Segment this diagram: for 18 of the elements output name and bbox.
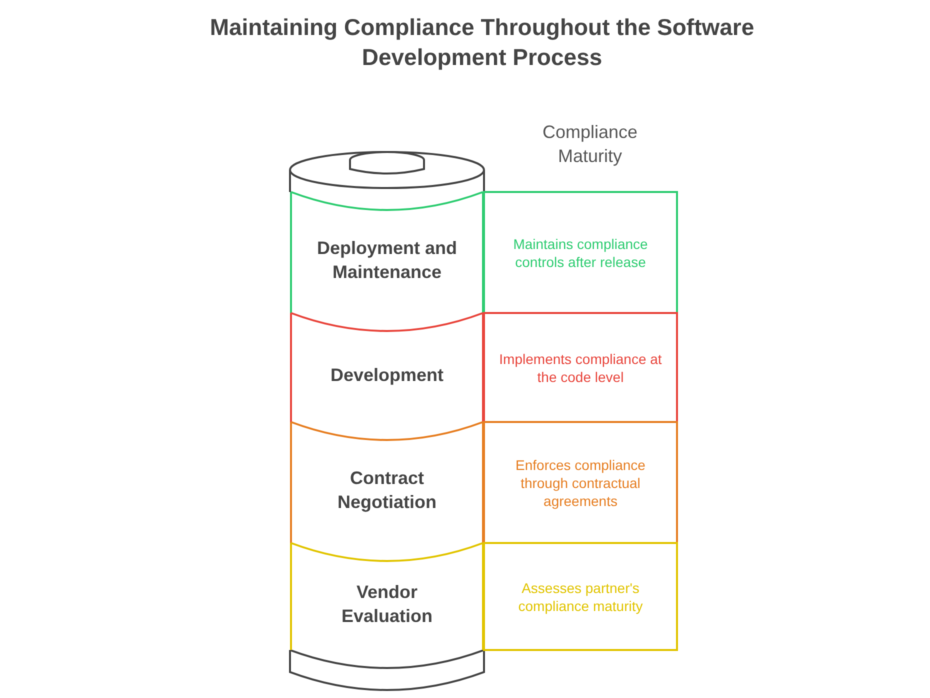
description-box bbox=[484, 422, 677, 543]
cylinder-segment bbox=[290, 313, 484, 422]
stage-name: Contract Negotiation bbox=[336, 466, 438, 514]
cylinder-segment bbox=[290, 543, 484, 650]
stage-description: Enforces compliance through contractual agreements bbox=[514, 456, 646, 510]
description-box bbox=[484, 192, 677, 313]
stage-description: Implements compliance at the code level bbox=[498, 350, 663, 386]
description-box bbox=[484, 313, 677, 422]
stage-description: Maintains compliance controls after release bbox=[512, 234, 649, 270]
stage-name: Development bbox=[329, 364, 445, 386]
stage-name: Deployment and Maintenance bbox=[316, 236, 458, 284]
diagram-title: Maintaining Compliance Throughout the Software Development Process bbox=[208, 13, 756, 72]
stage-description: Assesses partner's compliance maturity bbox=[517, 578, 644, 614]
stage-name: Vendor Evaluation bbox=[340, 580, 434, 628]
cylinder-segment bbox=[290, 192, 484, 313]
column-heading: Compliance Maturity bbox=[541, 121, 639, 168]
description-box bbox=[484, 543, 677, 650]
cylinder-segment bbox=[290, 422, 484, 543]
